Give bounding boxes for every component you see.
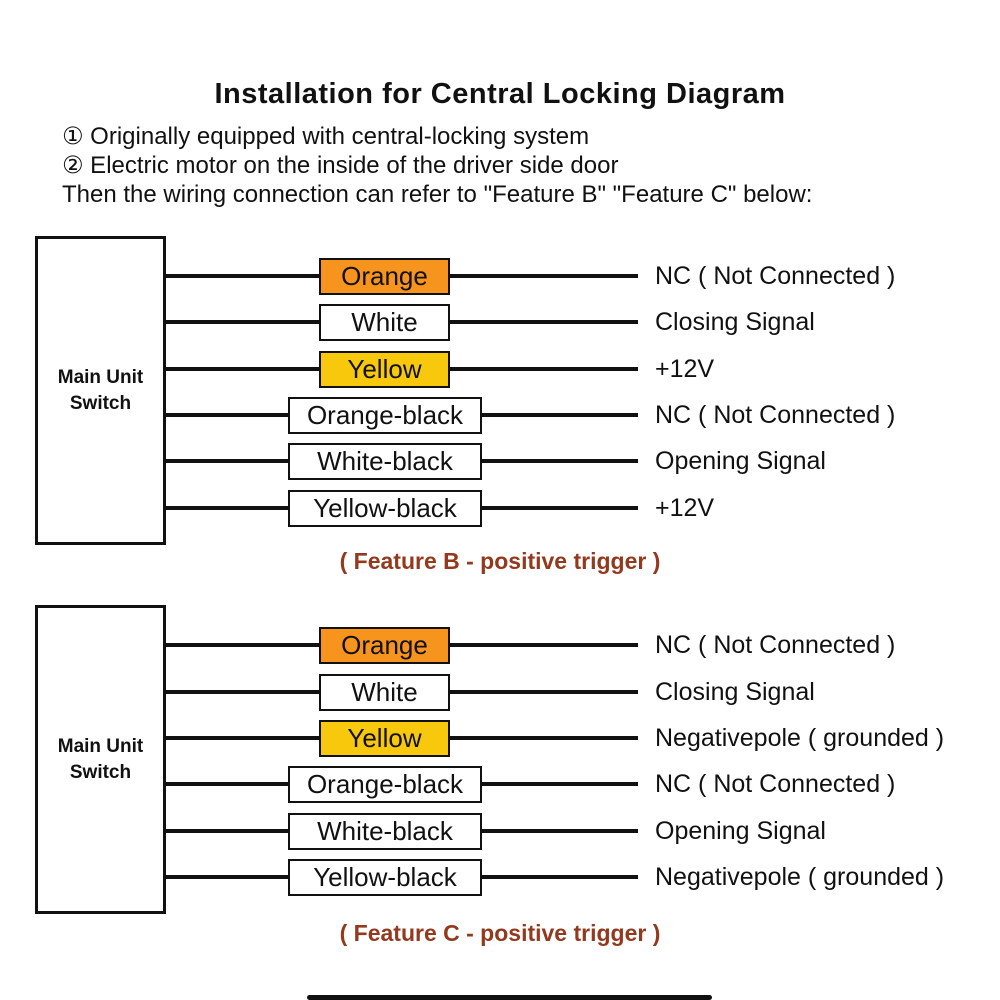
wire-box-label: Yellow-black <box>313 862 457 892</box>
wire-box-orange: Orange <box>319 258 450 295</box>
wire-box-yellow: Yellow <box>319 720 450 757</box>
main-unit-switch-box: Main Unit Switch <box>35 605 166 914</box>
signal-label: NC ( Not Connected ) <box>655 262 896 290</box>
wire-box-white-black: White-black <box>288 443 482 480</box>
signal-label: +12V <box>655 494 715 522</box>
wire-box-white: White <box>319 304 450 341</box>
unit-label-line2: Switch <box>69 761 132 783</box>
wire-box-label: Yellow <box>347 723 422 753</box>
signal-label: NC ( Not Connected ) <box>655 631 896 659</box>
wire-box-label: Orange-black <box>306 400 464 430</box>
wire-box-orange-black: Orange-black <box>288 766 482 803</box>
intro-line-2: ② Electric motor on the inside of the dr… <box>62 152 619 179</box>
wire-box-label: Yellow <box>347 354 422 384</box>
signal-label: NC ( Not Connected ) <box>655 770 896 798</box>
unit-label-line1: Main Unit <box>57 366 144 388</box>
page-title: Installation for Central Locking Diagram <box>214 78 786 110</box>
unit-label-line1: Main Unit <box>57 735 144 757</box>
main-unit-switch-box: Main Unit Switch <box>35 236 166 545</box>
wire-box-orange-black: Orange-black <box>288 397 482 434</box>
wire-box-label: Yellow-black <box>313 493 457 523</box>
signal-label: Opening Signal <box>655 817 826 845</box>
wire-box-label: White-black <box>317 446 453 476</box>
signal-label: Closing Signal <box>655 678 815 706</box>
wire-box-yellow: Yellow <box>319 351 450 388</box>
wire-box-label: Orange-black <box>306 769 464 799</box>
signal-label: Negativepole ( grounded ) <box>655 724 945 752</box>
intro-notes: ① Originally equipped with central-locki… <box>62 122 812 209</box>
wire-box-label: White <box>351 307 418 337</box>
signal-label: NC ( Not Connected ) <box>655 401 896 429</box>
feature-c-caption: ( Feature C - positive trigger ) <box>339 920 661 946</box>
wire-box-white-black: White-black <box>288 813 482 850</box>
intro-line-3: Then the wiring connection can refer to … <box>62 181 813 208</box>
wire-box-orange: Orange <box>319 627 450 664</box>
unit-label-line2: Switch <box>69 392 132 414</box>
intro-line-1: ① Originally equipped with central-locki… <box>62 123 590 150</box>
wire-box-label: Orange <box>341 261 428 291</box>
signal-label: +12V <box>655 355 715 383</box>
wire-box-label: White <box>351 677 418 707</box>
wire-box-label: White-black <box>317 816 453 846</box>
signal-label: Closing Signal <box>655 308 815 336</box>
signal-label: Opening Signal <box>655 447 826 475</box>
wire-box-label: Orange <box>341 630 428 660</box>
signal-label: Negativepole ( grounded ) <box>655 863 945 891</box>
wire-box-white: White <box>319 674 450 711</box>
wire-box-yellow-black: Yellow-black <box>288 859 482 896</box>
home-indicator-bar <box>307 995 712 1000</box>
wire-box-yellow-black: Yellow-black <box>288 490 482 527</box>
feature-b-caption: ( Feature B - positive trigger ) <box>339 548 661 574</box>
